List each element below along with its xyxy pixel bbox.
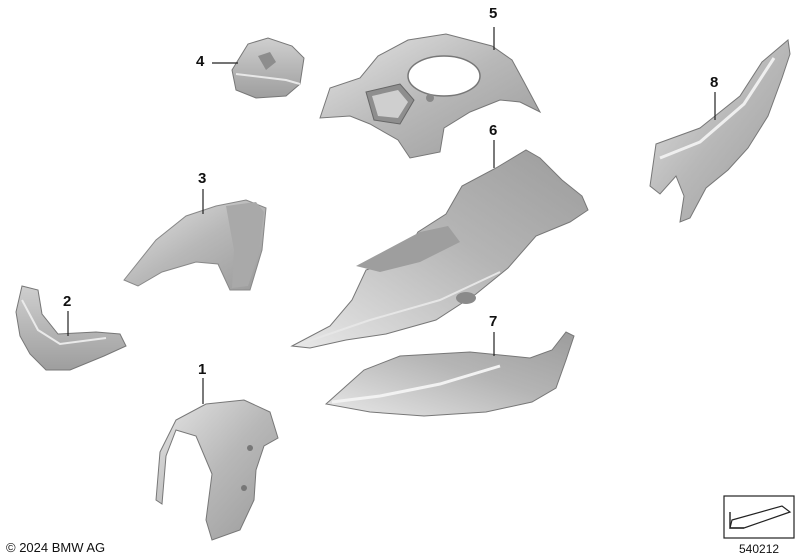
callout-4: 4 — [196, 53, 205, 70]
document-number: 540212 — [739, 542, 780, 556]
copyright-text: © 2024 BMW AG — [6, 540, 106, 555]
diagram-stamp-icon — [723, 495, 795, 539]
part-6-side-panel[interactable] — [290, 149, 589, 349]
callout-7: 7 — [489, 313, 498, 330]
part-1-front-fender[interactable] — [155, 399, 279, 541]
part-3-front-panel[interactable] — [123, 199, 267, 291]
part-4-small-cover[interactable] — [231, 37, 305, 99]
callout-1: 1 — [198, 361, 207, 378]
callout-2: 2 — [63, 293, 72, 310]
callout-8: 8 — [710, 74, 719, 91]
callout-6: 6 — [489, 122, 498, 139]
part-5-tank-cover[interactable] — [319, 33, 542, 159]
part-7-lower-side-trim[interactable] — [324, 331, 575, 417]
callout-3: 3 — [198, 170, 207, 187]
part-8-side-trim[interactable] — [649, 39, 791, 223]
callout-5: 5 — [489, 5, 498, 22]
part-2-lower-trim[interactable] — [15, 285, 127, 371]
